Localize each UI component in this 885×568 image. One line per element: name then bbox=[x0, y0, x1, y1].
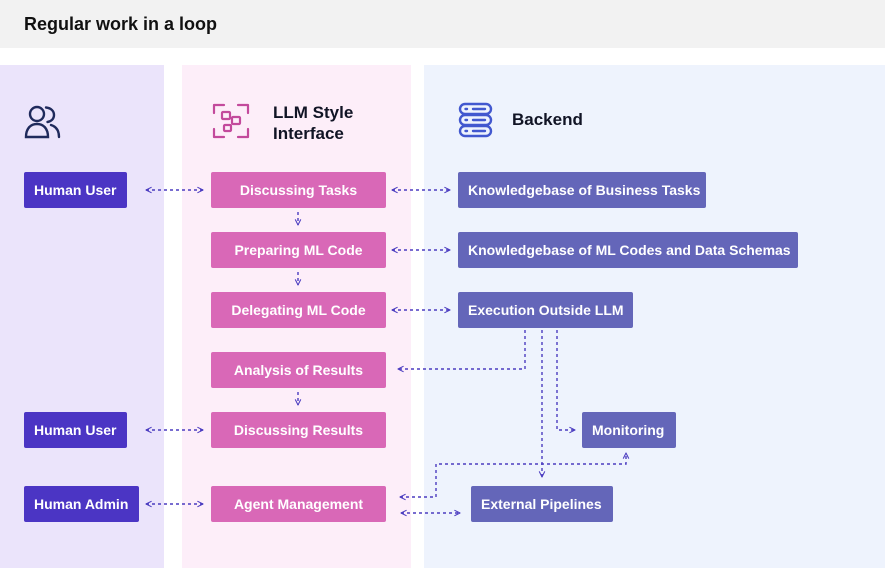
users-column bbox=[0, 65, 164, 568]
human-user-box-1: Human User bbox=[24, 172, 127, 208]
execution-outside-llm-box: Execution Outside LLM bbox=[458, 292, 633, 328]
header-bar: Regular work in a loop bbox=[0, 0, 885, 48]
discussing-results-box: Discussing Results bbox=[211, 412, 386, 448]
analysis-of-results-box: Analysis of Results bbox=[211, 352, 386, 388]
external-pipelines-box: External Pipelines bbox=[471, 486, 613, 522]
server-icon bbox=[458, 102, 493, 138]
backend-column-title: Backend bbox=[512, 110, 583, 129]
page-title: Regular work in a loop bbox=[24, 14, 218, 34]
discussing-tasks-box: Discussing Tasks bbox=[211, 172, 386, 208]
monitoring-box: Monitoring bbox=[582, 412, 676, 448]
interface-icon bbox=[212, 103, 250, 139]
preparing-ml-code-box: Preparing ML Code bbox=[211, 232, 386, 268]
human-admin-box: Human Admin bbox=[24, 486, 139, 522]
llm-column-title-line1: LLM Style bbox=[273, 103, 354, 122]
human-user-box-2: Human User bbox=[24, 412, 127, 448]
delegating-ml-code-box: Delegating ML Code bbox=[211, 292, 386, 328]
kb-ml-codes-box: Knowledgebase of ML Codes and Data Schem… bbox=[458, 232, 798, 268]
llm-column-title-line2: Interface bbox=[273, 124, 344, 143]
agent-management-box: Agent Management bbox=[211, 486, 386, 522]
users-icon bbox=[24, 105, 61, 139]
kb-business-tasks-box: Knowledgebase of Business Tasks bbox=[458, 172, 706, 208]
